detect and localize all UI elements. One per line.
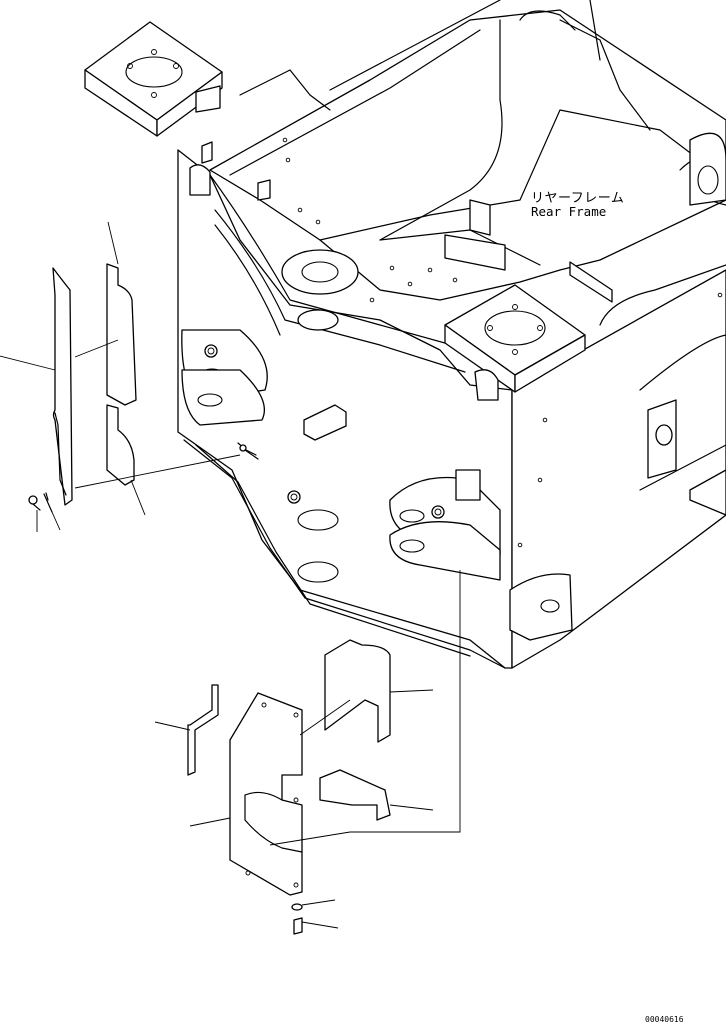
lower-gasket-upper [324,639,391,743]
left-cover-assembly [0,221,241,532]
rear-frame-label-jp: リヤーフレーム [531,191,625,206]
left-cover-plate [52,267,73,506]
lower-bracket [187,684,219,776]
rear-frame [84,0,726,669]
lower-gasket-lower [319,769,391,821]
rear-frame-label-en: Rear Frame [531,204,607,219]
lower-washer [291,903,303,911]
left-gasket-lower [106,404,135,486]
lower-cover-assembly [154,570,461,935]
left-gasket-upper [106,263,137,406]
left-bolt [28,495,38,505]
lower-cover-plate [229,692,303,896]
frame-right-panel [511,269,726,669]
frame-top-deck [209,9,726,301]
lower-bolt [293,917,303,935]
drawing-number: 00040616 [645,1015,684,1024]
